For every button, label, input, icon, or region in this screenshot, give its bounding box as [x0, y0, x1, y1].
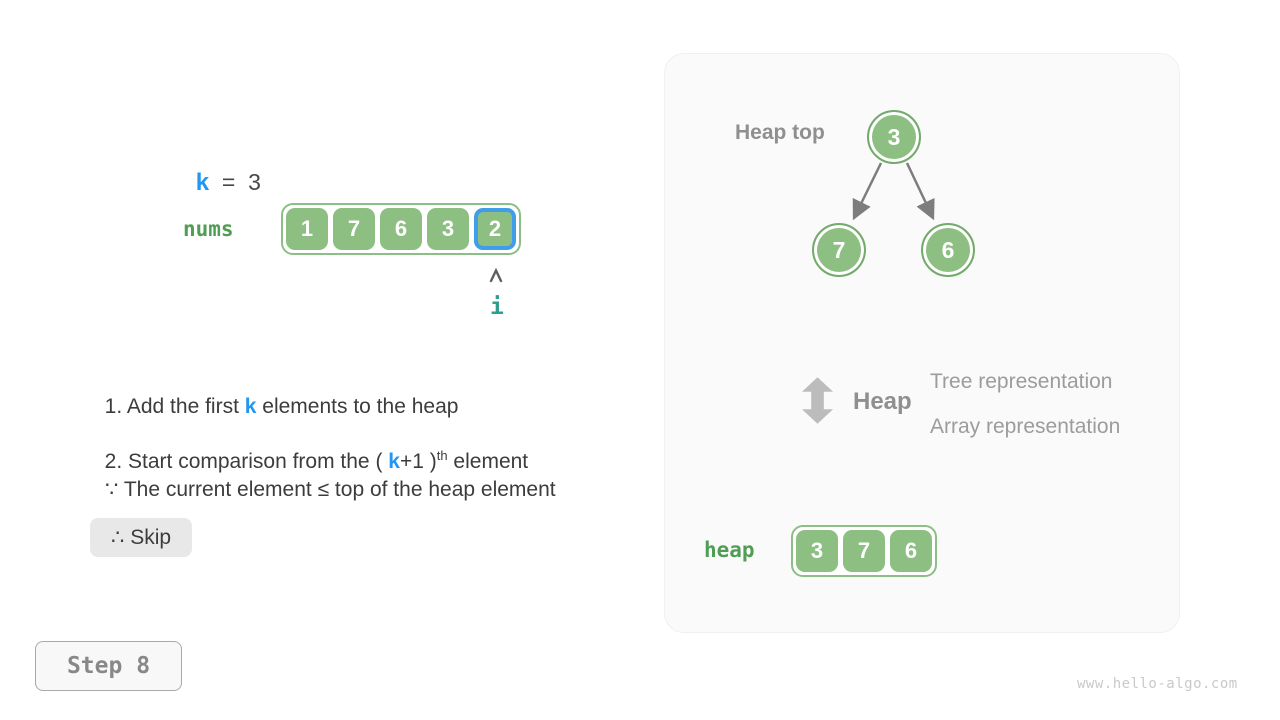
tree-node-left: 7 [812, 223, 866, 277]
step-button[interactable]: Step 8 [35, 641, 182, 691]
heap-cell: 7 [843, 530, 885, 572]
heap-array: 3 7 6 [791, 525, 937, 577]
note-because: ∵ The current element ≤ top of the heap … [105, 478, 556, 501]
note1-text: 1. Add the first [104, 395, 245, 418]
note-line-2: 2. Start comparison from the ( k+1 )th e… [93, 424, 528, 474]
nums-cell: 3 [427, 208, 469, 250]
note2-ordinal-suffix: th [436, 448, 448, 463]
heap-legend-title: Heap [853, 388, 912, 415]
pointer-i-label: i [490, 294, 504, 320]
note2-text-post: element [447, 450, 529, 473]
nums-array-label: nums [183, 217, 234, 241]
k-equation: k = 3 [183, 142, 261, 197]
note1-text-post: elements to the heap [256, 395, 459, 418]
pointer-caret-icon [489, 268, 503, 283]
nums-array: 1 7 6 3 2 [281, 203, 521, 255]
tree-representation-label: Tree representation [930, 370, 1113, 393]
heap-top-label: Heap top [735, 121, 825, 144]
array-representation-label: Array representation [930, 415, 1121, 438]
note2-k: k [388, 450, 400, 473]
double-arrow-icon [801, 377, 834, 424]
heap-cell: 3 [796, 530, 838, 572]
skip-badge: ∴ Skip [90, 518, 193, 557]
heap-cell: 6 [890, 530, 932, 572]
nums-cell-highlighted: 2 [474, 208, 516, 250]
note1-k: k [244, 395, 257, 418]
k-value: = 3 [209, 169, 261, 195]
note-line-1: 1. Add the first k elements to the heap [93, 371, 459, 419]
nums-cell: 7 [333, 208, 375, 250]
nums-cell: 1 [286, 208, 328, 250]
note2-paren-open: ( [375, 450, 389, 473]
tree-node-root: 3 [867, 110, 921, 164]
tree-node-right: 6 [921, 223, 975, 277]
note2-text: 2. Start comparison from the [104, 450, 376, 473]
nums-cell: 6 [380, 208, 422, 250]
note2-expr: +1 ) [399, 450, 437, 473]
heap-panel: Heap top 3 7 6 Heap Tree representation … [664, 53, 1180, 633]
heap-array-label: heap [704, 538, 755, 562]
watermark: www.hello-algo.com [1077, 676, 1238, 692]
k-variable: k [195, 169, 210, 196]
